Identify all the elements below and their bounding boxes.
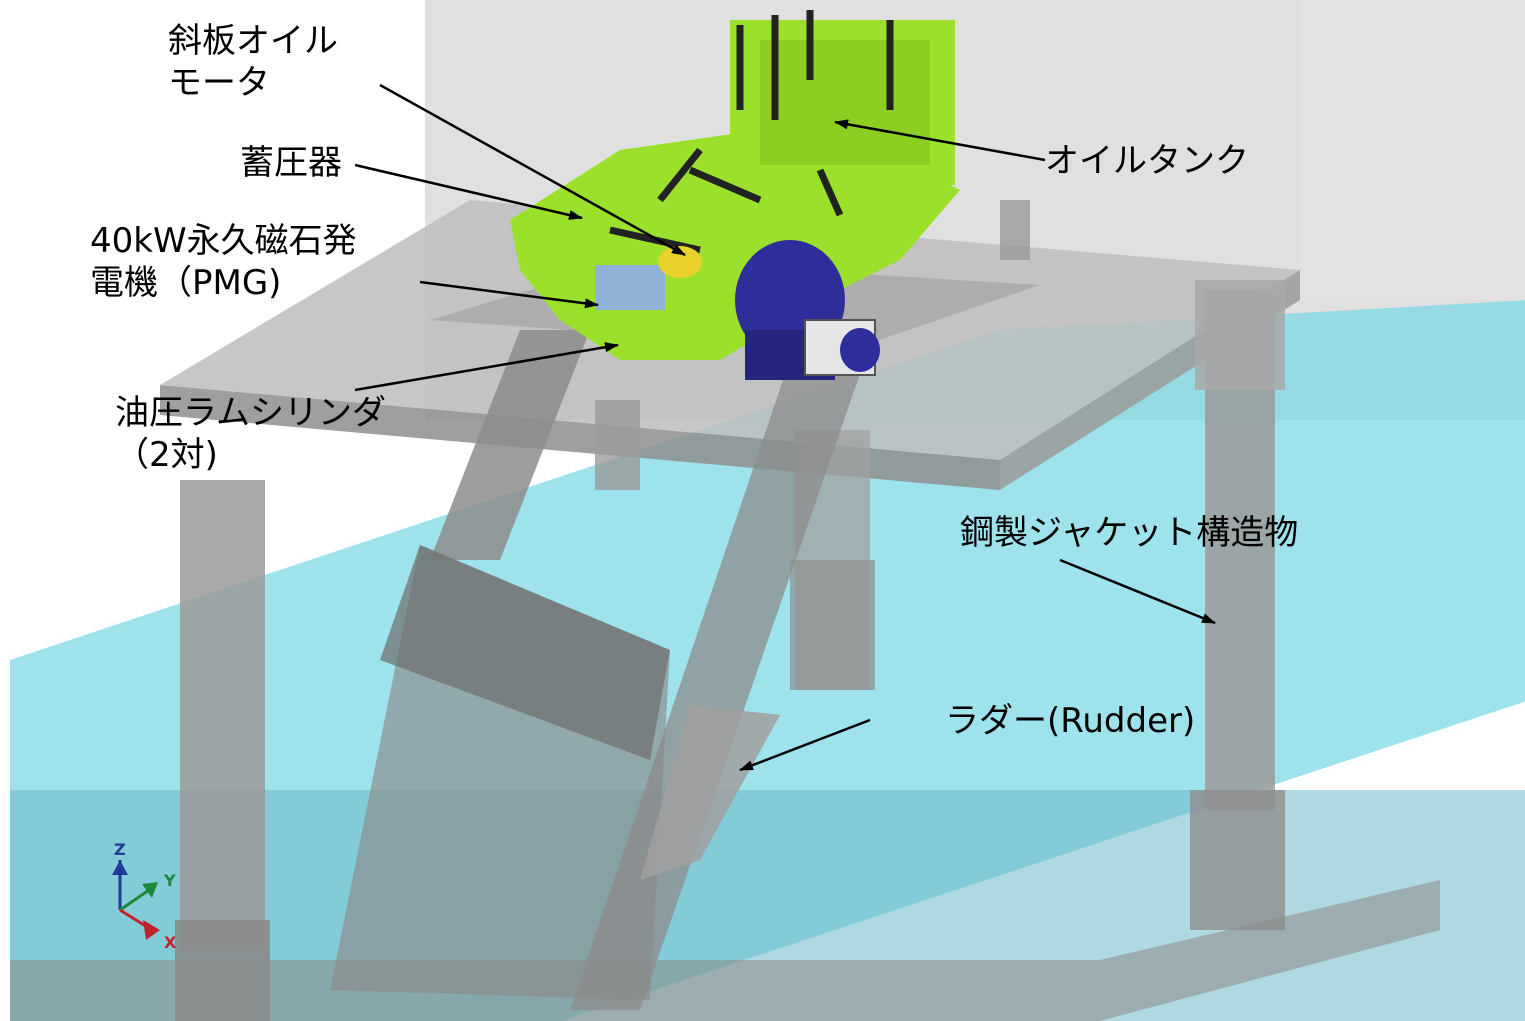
rudder-vane-top	[380, 545, 670, 760]
leader-accumulator	[354, 163, 583, 220]
leader-ram-cylinder	[354, 342, 619, 392]
axis-y-label: Y	[163, 871, 176, 890]
label-oil-tank: オイルタンク	[1045, 141, 1249, 181]
leader-pmg	[419, 280, 599, 309]
label-rudder: ラダー(Rudder)	[945, 701, 1196, 741]
frame-post-rear-left	[595, 400, 640, 490]
frame-post-center-base	[790, 560, 875, 690]
label-ram-cylinder: 油圧ラムシリンダ （2対)	[115, 392, 386, 476]
label-steel-jacket: 鋼製ジャケット構造物	[960, 513, 1299, 553]
label-pmg-line-1: 40kW永久磁石発	[90, 221, 357, 261]
leader-oil-tank	[834, 119, 1046, 162]
label-accumulator: 蓄圧器	[240, 143, 342, 183]
pmg-housing	[595, 265, 665, 310]
label-swash-motor: 斜板オイル モータ	[168, 20, 338, 104]
label-ram-cylinder-line-1: 油圧ラムシリンダ	[115, 393, 386, 433]
label-swash-motor-line-2: モータ	[168, 63, 270, 103]
frame-post-far	[1000, 200, 1030, 260]
leader-swash-motor	[379, 83, 686, 257]
label-ram-cylinder-line-2: （2対)	[115, 435, 218, 475]
frame-post-right-base	[1190, 790, 1285, 930]
shaft-end	[840, 328, 880, 372]
label-swash-motor-line-1: 斜板オイル	[168, 21, 338, 61]
leader-rudder	[739, 718, 871, 772]
leader-steel-jacket	[1059, 558, 1216, 625]
swash-motor-body	[658, 246, 702, 278]
frame-post-front-left	[180, 480, 265, 950]
back-wall-right	[1300, 0, 1525, 300]
axis-z-label: Z	[114, 840, 126, 859]
label-pmg: 40kW永久磁石発 電機（PMG)	[90, 220, 357, 304]
frame-post-right-top	[1195, 280, 1285, 390]
rudder-vane-right	[640, 705, 780, 880]
label-pmg-line-2: 電機（PMG)	[90, 263, 282, 303]
hydraulic-hoses	[609, 10, 894, 254]
oil-tank-face	[760, 40, 930, 165]
axis-x-label: X	[164, 933, 177, 952]
support-strut-left	[430, 330, 590, 560]
axis-triad: Z Y X	[112, 840, 177, 952]
